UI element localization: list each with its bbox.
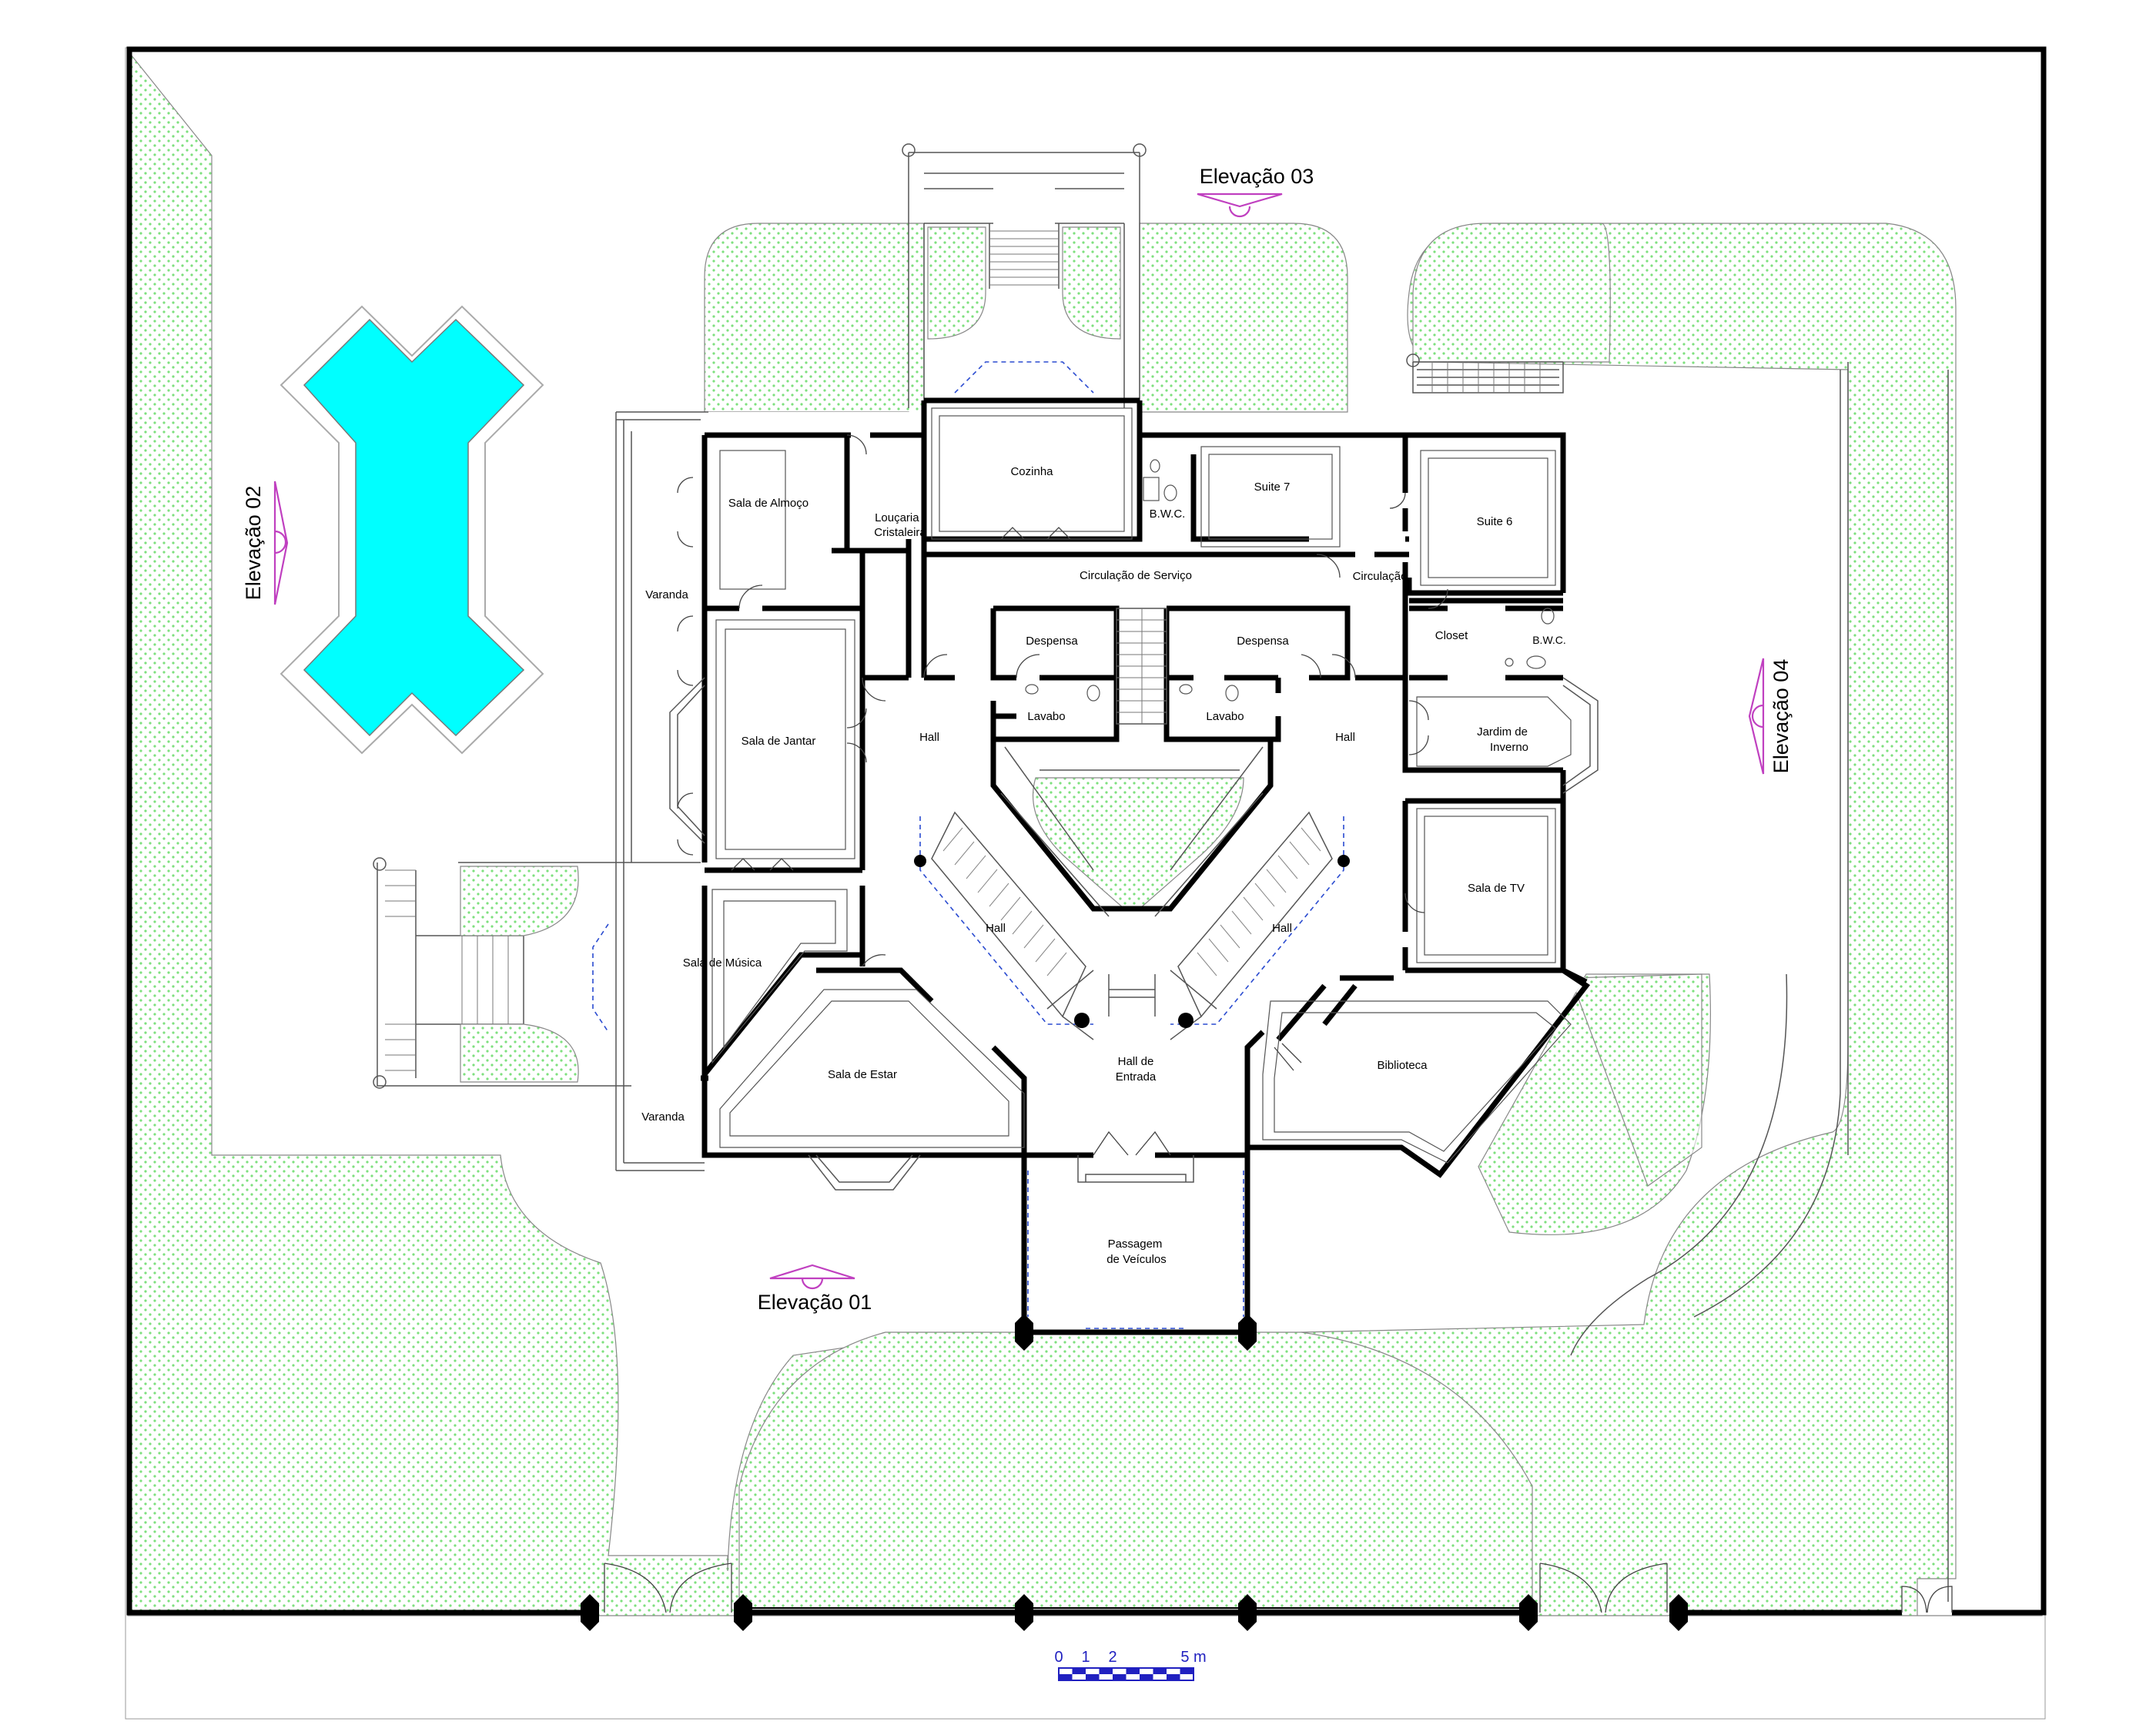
pool-water: [303, 318, 525, 737]
label-loucaria: Louçaria /: [875, 511, 926, 524]
column: [1015, 1594, 1033, 1631]
garden-south-arch: [738, 1331, 1533, 1610]
sink-icon: [1143, 477, 1160, 501]
label-varanda-oeste: Varanda: [645, 588, 688, 601]
label-despensa-1: Despensa: [1026, 635, 1078, 648]
label-bwc-servico: B.W.C.: [1150, 507, 1186, 521]
walls: [701, 397, 1591, 1178]
drive-curve-inner: [1693, 370, 1841, 1318]
fixtures: [1025, 459, 1555, 702]
carriage-porch: [1021, 1155, 1250, 1335]
doors: [677, 434, 1448, 1156]
label-hall-entrada-2: Entrada: [1116, 1070, 1157, 1084]
sink-icon: [1025, 684, 1039, 695]
drive-edge-ne: [1847, 362, 1949, 1602]
label-despensa-2: Despensa: [1237, 635, 1289, 648]
north-east-stair: [1406, 353, 1564, 394]
elevation-04-label: Elevação 04: [1769, 659, 1793, 774]
label-sala-jantar: Sala de Jantar: [742, 735, 816, 748]
column: [1669, 1594, 1688, 1631]
pool-deck-edge: [280, 305, 544, 755]
column: [734, 1594, 752, 1631]
column: [581, 1594, 599, 1631]
column: [1015, 1314, 1033, 1351]
column: [1238, 1314, 1257, 1351]
label-cozinha: Cozinha: [1010, 465, 1053, 478]
column: [1178, 1013, 1194, 1028]
elevation-03-label: Elevação 03: [1200, 165, 1314, 188]
label-passagem-2: de Veículos: [1106, 1253, 1167, 1266]
bay-windows: [669, 677, 1599, 1191]
garden-north-east: [1412, 223, 1611, 363]
house: [373, 143, 1953, 1631]
sink-icon: [1179, 684, 1193, 695]
label-biblioteca: Biblioteca: [1377, 1059, 1428, 1072]
label-varanda-sul: Varanda: [641, 1110, 685, 1124]
label-hall-entrada-1: Hall de: [1118, 1055, 1154, 1068]
label-jardim-inverno-1: Jardim de: [1477, 725, 1528, 739]
elevation-01-marker: [769, 1264, 855, 1290]
label-circulacao-servico: Circulação de Serviço: [1080, 569, 1192, 582]
gates: [604, 1563, 1953, 1613]
atrium: [990, 739, 1274, 912]
label-bwc-suite: B.W.C.: [1532, 634, 1566, 646]
label-lavabo-1: Lavabo: [1027, 710, 1065, 723]
label-passagem-1: Passagem: [1108, 1238, 1163, 1251]
label-hall-escada-oeste: Hall: [986, 922, 1006, 935]
elevation-04-marker: [1748, 658, 1765, 775]
column: [1074, 1013, 1090, 1028]
toilet-icon: [1086, 685, 1100, 702]
toilet-icon: [1150, 459, 1160, 473]
label-jardim-inverno-2: Inverno: [1490, 741, 1528, 754]
room-labels: Sala de Almoço Louçaria / Cristaleira Co…: [641, 465, 1566, 1266]
west-veranda: [615, 411, 708, 1171]
label-suite6: Suite 6: [1477, 515, 1513, 528]
column: [1238, 1594, 1257, 1631]
north-stair: [902, 143, 1147, 408]
pool: [280, 305, 544, 755]
label-closet: Closet: [1435, 629, 1468, 642]
column: [1337, 855, 1350, 867]
garden-north-center: [1139, 223, 1348, 413]
label-sala-almoco: Sala de Almoço: [728, 497, 808, 510]
scale-tick-5m: 5 m: [1180, 1649, 1206, 1666]
label-cristaleira: Cristaleira: [874, 526, 926, 539]
scale-tick-2: 2: [1108, 1649, 1116, 1666]
garden-east-strip: [1570, 973, 1702, 1187]
shower-icon: [1505, 658, 1514, 667]
label-hall-oeste: Hall: [919, 731, 939, 744]
service-stair: [1116, 608, 1167, 725]
label-hall-leste: Hall: [1335, 731, 1355, 744]
garden-north-west: [704, 223, 925, 417]
toilet-icon: [1541, 608, 1555, 625]
grand-stairs: [919, 792, 1344, 1040]
elevation-03-marker: [1197, 193, 1283, 218]
label-sala-tv: Sala de TV: [1468, 882, 1525, 895]
elevation-markers: Elevação 01 Elevação 02 Elevação 03 Elev…: [242, 165, 1793, 1314]
label-lavabo-2: Lavabo: [1206, 710, 1244, 723]
scale-bar: 0 1 2 5 m: [1054, 1649, 1207, 1681]
columns: [581, 855, 1688, 1631]
elevation-02-marker: [273, 481, 289, 605]
label-circulacao: Circulação: [1353, 570, 1408, 583]
scale-tick-1: 1: [1081, 1649, 1090, 1666]
west-stair: [373, 857, 631, 1089]
label-suite7: Suite 7: [1254, 481, 1291, 494]
toilet-icon: [1225, 685, 1239, 702]
drive-curve: [1570, 973, 1788, 1356]
elevation-02-label: Elevação 02: [242, 486, 265, 601]
site-boundary: [126, 46, 2047, 1616]
toilet-icon: [1163, 484, 1177, 501]
label-hall-escada-leste: Hall: [1272, 922, 1292, 935]
label-sala-estar: Sala de Estar: [828, 1068, 897, 1081]
label-sala-musica: Sala de Música: [683, 956, 762, 970]
room-frames: [711, 407, 1572, 1164]
column: [1519, 1594, 1538, 1631]
scale-tick-0: 0: [1054, 1649, 1063, 1666]
elevation-01-label: Elevação 01: [758, 1291, 872, 1314]
sink-icon: [1526, 655, 1546, 669]
column: [914, 855, 926, 867]
site: [125, 46, 2047, 1720]
